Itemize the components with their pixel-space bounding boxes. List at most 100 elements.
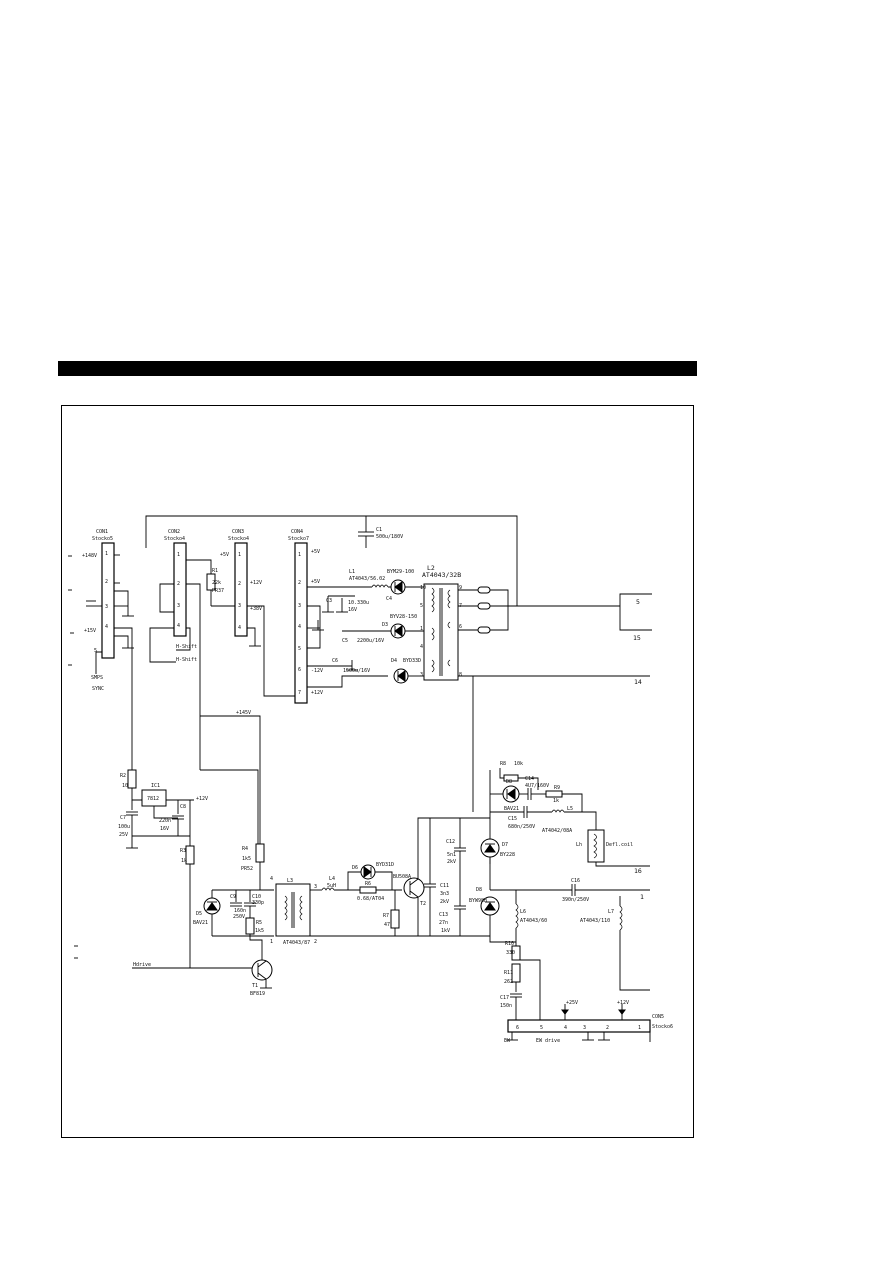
d2-ref: BYM29-100 xyxy=(387,569,414,575)
con2-pin: 4 xyxy=(177,623,180,629)
l3-pin: 2 xyxy=(314,939,317,945)
d8-ref: D8 xyxy=(476,887,482,893)
l2-pin: 6 xyxy=(459,624,462,630)
r2-value: 10 xyxy=(122,783,128,789)
l2-ref: L2 xyxy=(427,564,435,572)
l2-pin: 10 xyxy=(420,585,426,591)
con4-name: CON4 xyxy=(291,529,303,535)
r8-ref: R8 xyxy=(500,761,506,767)
c1-ref: C1 xyxy=(376,527,382,533)
l2-pin: 9 xyxy=(459,585,462,591)
l2-transformer: L2 AT4043/32B 10 5 1 4 3 9 7 6 8 xyxy=(420,564,650,812)
net-12v-d: +12V xyxy=(617,1000,629,1006)
output-1: 1 xyxy=(640,893,644,901)
t1-transistor: T1 BF819 Hdrive xyxy=(132,959,273,997)
r7-resistor: R7 47 xyxy=(383,890,400,936)
r4-value: 1k5 xyxy=(242,856,251,862)
l2-pin: 1 xyxy=(420,626,423,632)
con4-pin: 4 xyxy=(298,624,301,630)
r7-value: 47 xyxy=(384,922,390,928)
net-minus12v: -12V xyxy=(311,668,323,674)
con2-pin: 2 xyxy=(177,581,180,587)
con4-pin: 6 xyxy=(298,667,301,673)
l7-ref: L7 xyxy=(608,909,614,915)
l1-inductor: L1 AT4043/56.02 10.330u 16V C3 C4 xyxy=(326,569,424,613)
con4-pin: 7 xyxy=(298,690,301,696)
d6-value: BYD31D xyxy=(376,862,394,868)
output-16: 16 xyxy=(634,867,642,875)
l1-ref: L1 xyxy=(349,569,355,575)
d3-value: BYV28-150 xyxy=(390,614,417,620)
t2-value: BU508A xyxy=(393,874,411,880)
net-hshift-1: H-Shift xyxy=(176,644,197,650)
black-header-bar xyxy=(58,361,697,376)
c10-voltage: 250V xyxy=(233,914,245,920)
con1-type: Stocko5 xyxy=(92,536,113,542)
con1-name: CON1 xyxy=(96,529,108,535)
con5-type: Stocko6 xyxy=(652,1024,673,1030)
con4-connector: CON4 Stocko7 1 2 3 4 5 6 7 +5V +5V -12V … xyxy=(288,529,388,704)
con1-pin: 5 xyxy=(94,648,97,654)
d6-diode: D6 BYD31D xyxy=(347,862,394,890)
l4-ref: L4 xyxy=(329,876,335,882)
con3-pin: 3 xyxy=(238,603,241,609)
c16-ref: C16 xyxy=(571,878,580,884)
net-148v: +148V xyxy=(82,553,97,559)
l5-ref: L5 xyxy=(567,806,573,812)
t2-ref: T2 xyxy=(420,901,426,907)
con1-pin: 4 xyxy=(105,624,108,630)
l6-value: AT4043/60 xyxy=(520,918,547,924)
r10-value: 330 xyxy=(506,950,515,956)
con1-connector: CON1 Stocko5 1 2 3 4 5 +148V +15V SMPS S… xyxy=(82,529,134,770)
r6-value: 0.68/AT04 xyxy=(357,896,384,902)
net-12v-c: +12V xyxy=(196,796,208,802)
con2-pin: 1 xyxy=(177,552,180,558)
con5-connector: 6 5 4 3 2 1 CON5 Stocko6 +25V +12V EW EW… xyxy=(504,1000,673,1044)
l3-value: AT4043/87 xyxy=(283,940,310,946)
t1-value: BF819 xyxy=(250,991,265,997)
c5-value: 2200u/16V xyxy=(357,638,384,644)
top-bus: C1 500u/180V xyxy=(145,515,518,606)
c15-ref: C15 xyxy=(508,816,517,822)
d3-ref: D3 xyxy=(382,622,388,628)
c8-ref: C8 xyxy=(180,804,186,810)
con2-name: CON2 xyxy=(168,529,180,535)
c12-voltage: 2kV xyxy=(447,859,456,865)
r4-extra: PR52 xyxy=(241,866,253,872)
con4-pin: 1 xyxy=(298,552,301,558)
con4-type: Stocko7 xyxy=(288,536,309,542)
c10-ref: C10 xyxy=(252,894,261,900)
ic1-value: 7812 xyxy=(147,796,159,802)
c11-ref: C11 xyxy=(440,883,449,889)
r6-resistor: R6 0.68/AT04 xyxy=(357,881,384,902)
c15-value: 680n/250V xyxy=(508,824,535,830)
r5-ref: R5 xyxy=(256,920,262,926)
c7-value: 100u xyxy=(118,824,130,830)
net-hshift-2: H-Shift xyxy=(176,657,197,663)
c11-voltage: 2kV xyxy=(440,899,449,905)
con5-body xyxy=(507,1019,651,1033)
con4-pin: 3 xyxy=(298,603,301,609)
net-ew-drive: EW drive xyxy=(536,1038,560,1044)
net-sync: SYNC xyxy=(92,686,104,692)
r11-ref: R11 xyxy=(504,970,513,976)
defl-ref: Lh xyxy=(576,842,582,848)
l5-value: AT4042/08A xyxy=(542,828,572,834)
r10-ref: R10 xyxy=(505,941,514,947)
r11-value: 262 xyxy=(504,979,513,985)
d7-diode: D7 BY228 xyxy=(480,838,515,890)
r3-ref: R3 xyxy=(180,848,186,854)
con1-pin: 3 xyxy=(105,604,108,610)
c13-ref: C13 xyxy=(439,912,448,918)
d6-ref: D6 xyxy=(352,865,358,871)
d7-value: BY228 xyxy=(500,852,515,858)
d8-value: BYW98B xyxy=(469,898,487,904)
net-5v-c: +5V xyxy=(311,579,320,585)
output-15: 15 xyxy=(633,634,641,642)
net-25v: +25V xyxy=(566,1000,578,1006)
con2-type: Stocko4 xyxy=(164,536,185,542)
c7-ref: C7 xyxy=(120,815,126,821)
l3-ref: L3 xyxy=(287,878,293,884)
l2-pin: 3 xyxy=(420,672,423,678)
